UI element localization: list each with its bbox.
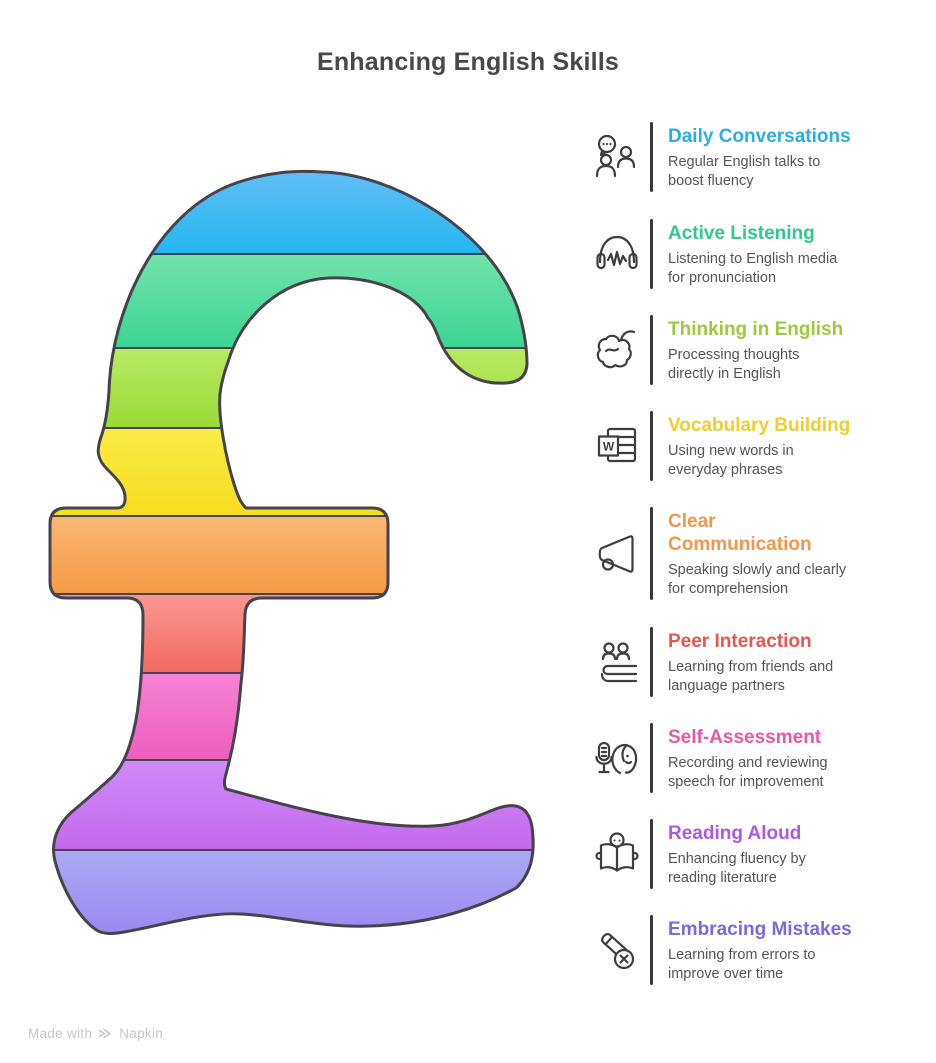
pound-outline <box>48 169 535 935</box>
pound-stripe-vocabulary-building <box>50 427 534 517</box>
list-item-vocabulary-building: W Vocabulary Building Using new words in… <box>588 411 936 481</box>
word-grid-icon: W <box>588 411 646 481</box>
item-divider <box>650 219 653 289</box>
item-title: Peer Interaction <box>668 631 812 652</box>
item-divider <box>650 507 653 600</box>
pound-stripe-embracing-mistakes <box>50 849 534 934</box>
pound-stripe-reading-aloud <box>50 759 534 851</box>
item-divider <box>650 915 653 985</box>
pound-stripe-peer-interaction <box>50 593 534 674</box>
item-title: Embracing Mistakes <box>668 919 852 940</box>
item-description: Listening to English media for pronuncia… <box>668 251 838 286</box>
list-item-daily-conversations: Daily Conversations Regular English talk… <box>588 122 936 192</box>
item-title: Self-Assessment <box>668 727 822 748</box>
item-description: Recording and reviewing speech for impro… <box>668 755 828 790</box>
item-title: Active Listening <box>668 223 815 244</box>
list-item-embracing-mistakes: Embracing Mistakes Learning from errors … <box>588 915 936 985</box>
page-title: Enhancing English Skills <box>316 48 620 76</box>
pound-stripe-thinking-in-english <box>50 347 534 429</box>
watermark-prefix: Made with <box>28 1026 93 1041</box>
item-title: Daily Conversations <box>668 126 851 147</box>
item-title: Thinking in English <box>668 319 844 340</box>
list-item-clear-communication: Clear Communication Speaking slowly and … <box>588 507 936 600</box>
item-divider <box>650 627 653 697</box>
item-description: Enhancing fluency by reading literature <box>668 851 806 886</box>
reading-book-icon <box>588 819 646 889</box>
pound-stripe-clear-communication <box>50 515 534 595</box>
pound-symbol-stripes <box>50 171 534 934</box>
item-divider <box>650 819 653 889</box>
item-description: Processing thoughts directly in English <box>668 347 800 382</box>
headphones-icon <box>588 219 646 289</box>
peer-group-icon <box>588 627 646 697</box>
watermark: Made with Napkin <box>28 1026 163 1041</box>
item-title: Clear Communication <box>668 511 812 555</box>
pound-stripe-self-assessment <box>50 672 534 761</box>
list-item-thinking-in-english: Thinking in English Processing thoughts … <box>588 315 936 385</box>
brain-icon <box>588 315 646 385</box>
item-divider <box>650 723 653 793</box>
item-description: Regular English talks to boost fluency <box>668 154 821 189</box>
list-item-active-listening: Active Listening Listening to English me… <box>588 219 936 289</box>
conversation-icon <box>588 122 646 192</box>
item-title: Reading Aloud <box>668 823 802 844</box>
list-item-reading-aloud: Reading Aloud Enhancing fluency by readi… <box>588 819 936 889</box>
napkin-logo-icon <box>98 1028 112 1039</box>
pound-sterling-figure <box>40 166 570 946</box>
microphone-face-icon <box>588 723 646 793</box>
item-divider <box>650 122 653 192</box>
megaphone-icon <box>588 507 646 600</box>
list-item-peer-interaction: Peer Interaction Learning from friends a… <box>588 627 936 697</box>
pound-stripe-daily-conversations <box>50 171 534 255</box>
item-description: Using new words in everyday phrases <box>668 443 794 478</box>
watermark-brand: Napkin <box>119 1026 164 1041</box>
pound-stripe-active-listening <box>50 253 534 349</box>
item-description: Learning from errors to improve over tim… <box>668 947 816 982</box>
item-divider <box>650 315 653 385</box>
item-description: Learning from friends and language partn… <box>668 659 834 694</box>
pencil-error-icon <box>588 915 646 985</box>
svg-text:W: W <box>603 440 615 454</box>
item-description: Speaking slowly and clearly for comprehe… <box>668 562 847 597</box>
list-item-self-assessment: Self-Assessment Recording and reviewing … <box>588 723 936 793</box>
item-divider <box>650 411 653 481</box>
item-title: Vocabulary Building <box>668 415 851 436</box>
